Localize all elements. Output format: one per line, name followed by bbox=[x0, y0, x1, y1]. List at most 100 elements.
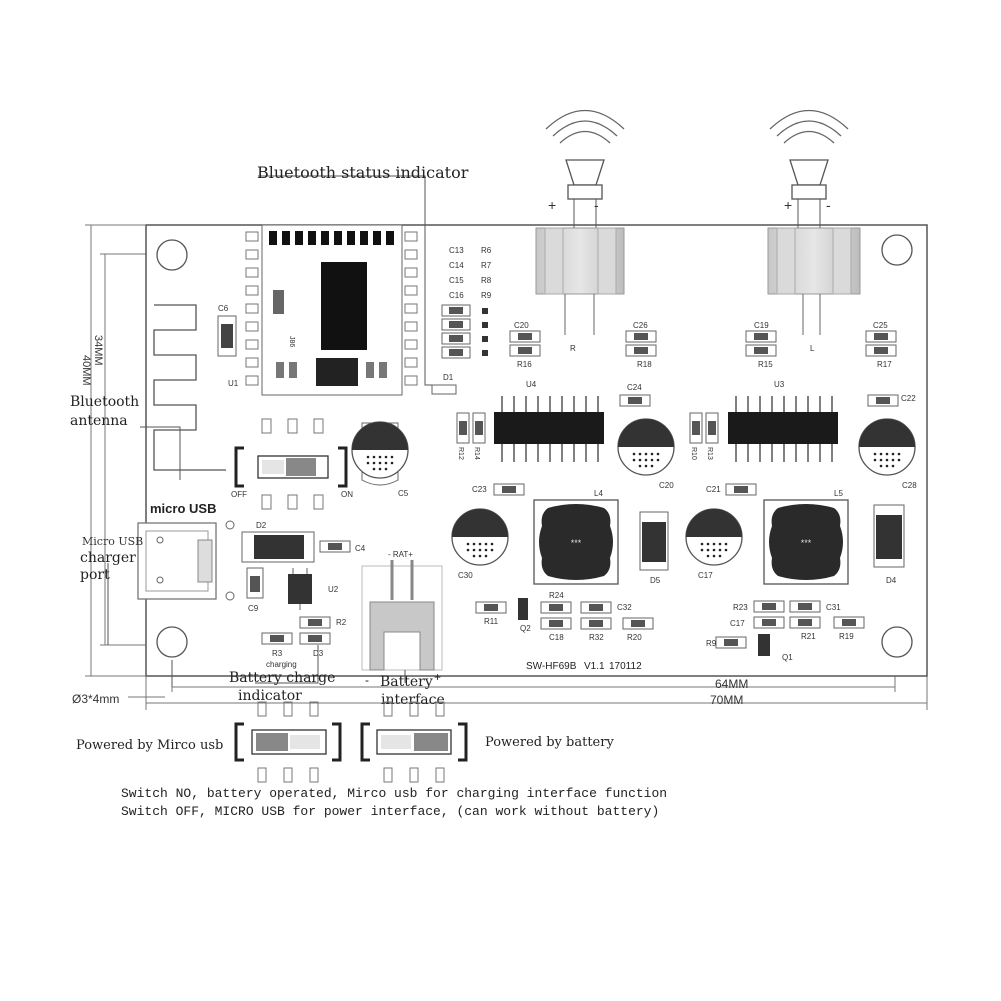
label-d1: D1 bbox=[443, 373, 454, 382]
label-c19: C19 bbox=[754, 321, 769, 330]
label-c23: C23 bbox=[472, 485, 487, 494]
label-c25: C25 bbox=[873, 321, 888, 330]
smd-bottom-left bbox=[475, 598, 654, 630]
speaker-connector-right bbox=[535, 227, 625, 335]
label-r2: R2 bbox=[336, 618, 347, 627]
label-j86: J86 bbox=[288, 336, 295, 347]
callout-usb-port-2: charger bbox=[80, 550, 136, 566]
ic-u4 bbox=[494, 396, 604, 462]
svg-text:***: *** bbox=[571, 538, 582, 548]
mounting-holes bbox=[156, 234, 913, 658]
label-r17: R17 bbox=[877, 360, 892, 369]
diode-d2 bbox=[254, 535, 304, 559]
label-c4: C4 bbox=[355, 544, 366, 553]
switch-off-label: OFF bbox=[231, 490, 247, 499]
label-r12: R12 bbox=[457, 447, 464, 460]
label-c6: C6 bbox=[218, 304, 229, 313]
callout-batt-iface-1: Battery bbox=[380, 674, 433, 690]
rat-label: - RAT+ bbox=[388, 550, 413, 559]
capacitor-c21 bbox=[734, 486, 748, 493]
svg-text:C15: C15 bbox=[449, 276, 464, 285]
indicator-resistors: C13 C14 C15 C16 R6 R7 R8 R9 bbox=[441, 246, 492, 359]
label-u4: U4 bbox=[526, 380, 537, 389]
inductor-l4: *** bbox=[533, 499, 619, 585]
label-c28: C28 bbox=[902, 481, 917, 490]
label-r10: R10 bbox=[690, 447, 697, 460]
led-d1 bbox=[431, 384, 457, 395]
resistor-r3 bbox=[270, 635, 284, 642]
label-l4: L4 bbox=[594, 489, 603, 498]
inductor-l5: *** bbox=[763, 499, 849, 585]
smd-top-row bbox=[509, 330, 897, 357]
dim-hole: Ø3*4mm bbox=[72, 692, 119, 706]
label-c18: C18 bbox=[549, 633, 564, 642]
label-c21: C21 bbox=[706, 485, 721, 494]
dim-width-outer: 70MM bbox=[710, 693, 743, 707]
switch-detail-battery bbox=[360, 701, 468, 783]
label-spk-r: R bbox=[570, 344, 576, 353]
note-switch-on: Switch NO, battery operated, Mirco usb f… bbox=[121, 786, 667, 801]
label-c22: C22 bbox=[901, 394, 916, 403]
speaker-left-icon bbox=[769, 109, 849, 228]
label-q1: Q1 bbox=[782, 653, 793, 662]
callout-batt-charge-1: Battery charge bbox=[229, 670, 335, 686]
svg-text:***: *** bbox=[801, 538, 812, 548]
capacitor-c4 bbox=[328, 543, 342, 550]
switch-on-label: ON bbox=[341, 490, 353, 499]
svg-text:C13: C13 bbox=[449, 246, 464, 255]
resistor-r2 bbox=[308, 619, 322, 626]
dim-width-inner: 64MM bbox=[715, 677, 748, 691]
label-r32: R32 bbox=[589, 633, 604, 642]
svg-text:R8: R8 bbox=[481, 276, 492, 285]
label-spk-l: L bbox=[810, 344, 815, 353]
label-c24: C24 bbox=[627, 383, 642, 392]
label-r24: R24 bbox=[549, 591, 564, 600]
label-u3: U3 bbox=[774, 380, 785, 389]
label-q2: Q2 bbox=[520, 624, 531, 633]
speaker-right-icon bbox=[545, 109, 625, 228]
label-u1: U1 bbox=[228, 379, 239, 388]
powered-by-battery-label: Powered by battery bbox=[485, 735, 614, 750]
spk-r-plus: + bbox=[548, 197, 556, 213]
capacitor-c24 bbox=[628, 397, 642, 404]
label-r11: R11 bbox=[484, 617, 499, 626]
dim-height-inner: 34MM bbox=[92, 335, 104, 366]
micro-usb-label: micro USB bbox=[150, 501, 216, 516]
powered-by-usb-label: Powered by Mirco usb bbox=[76, 738, 223, 753]
svg-text:C16: C16 bbox=[449, 291, 464, 300]
capacitor-c22 bbox=[876, 397, 890, 404]
capacitor-c9 bbox=[250, 576, 260, 592]
smd-bottom-right bbox=[715, 600, 865, 656]
dim-height-outer: 40MM bbox=[80, 355, 92, 386]
power-switch[interactable] bbox=[234, 418, 348, 510]
label-r19: R19 bbox=[839, 632, 854, 641]
led-d3 bbox=[308, 635, 322, 642]
label-c31: C31 bbox=[826, 603, 841, 612]
bluetooth-module bbox=[245, 224, 418, 396]
callout-usb-port-3: port bbox=[80, 567, 110, 583]
spk-r-minus: - bbox=[594, 197, 599, 213]
label-c20-b: C20 bbox=[659, 481, 674, 490]
label-r15: R15 bbox=[758, 360, 773, 369]
micro-usb-port[interactable] bbox=[137, 522, 217, 600]
spk-l-plus: + bbox=[784, 197, 792, 213]
callout-usb-port-1: Micro USB bbox=[82, 535, 143, 548]
label-r16: R16 bbox=[517, 360, 532, 369]
label-c26: C26 bbox=[633, 321, 648, 330]
label-c5: C5 bbox=[398, 489, 409, 498]
callout-lines bbox=[107, 175, 432, 687]
smd-vertical-pairs bbox=[456, 412, 719, 444]
callout-batt-charge-2: indicator bbox=[238, 688, 302, 704]
svg-text:R9: R9 bbox=[481, 291, 492, 300]
label-c32: C32 bbox=[617, 603, 632, 612]
label-l5: L5 bbox=[834, 489, 843, 498]
battery-connector[interactable] bbox=[361, 560, 443, 671]
label-d5: D5 bbox=[650, 576, 661, 585]
label-r9-b: R9 bbox=[706, 639, 717, 648]
label-u2: U2 bbox=[328, 585, 339, 594]
via-usb-top bbox=[225, 520, 235, 530]
label-c30: C30 bbox=[458, 571, 473, 580]
label-c17: C17 bbox=[698, 571, 713, 580]
callout-bt-antenna-2: antenna bbox=[70, 413, 128, 429]
svg-text:R7: R7 bbox=[481, 261, 492, 270]
